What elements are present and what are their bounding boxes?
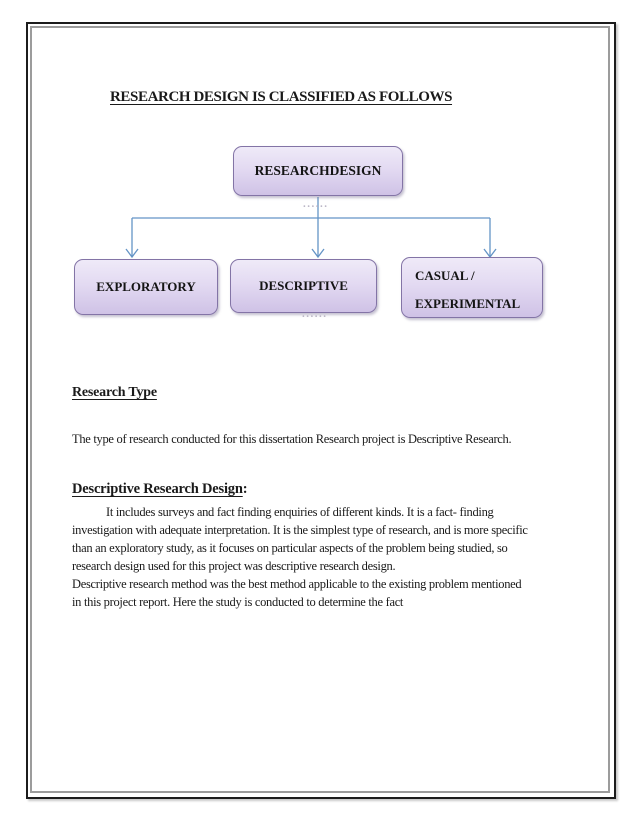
heading-descriptive-research-design: Descriptive Research Design: — [72, 481, 248, 498]
flowchart-node-exploratory: EXPLORATORY — [74, 259, 218, 315]
paragraph-line: research design used for this project wa… — [72, 559, 396, 573]
scan-artifact-dots: ...... — [303, 198, 329, 210]
flowchart-node-label-line2: EXPERIMENTAL — [415, 296, 521, 311]
paragraph-line: Descriptive research method was the best… — [72, 577, 522, 591]
paragraph-research-type: The type of research conducted for this … — [72, 432, 512, 446]
scan-artifact-dots: ...... — [302, 308, 328, 320]
heading-colon: : — [242, 481, 248, 497]
flowchart-node-casual-experimental: CASUAL / EXPERIMENTAL — [401, 257, 543, 318]
flowchart-node-research-design: RESEARCHDESIGN — [233, 146, 403, 196]
page-title: RESEARCH DESIGN IS CLASSIFIED AS FOLLOWS — [110, 89, 453, 105]
paragraph-descriptive-design: It includes surveys and fact finding enq… — [72, 503, 528, 611]
page-border-inner — [30, 26, 610, 793]
page-border-outer — [26, 22, 616, 799]
flowchart-node-label: DESCRIPTIVE — [259, 278, 348, 293]
paragraph-line: It includes surveys and fact finding enq… — [106, 505, 494, 519]
heading-research-type: Research Type — [72, 385, 157, 401]
heading-text: Descriptive Research Design — [72, 481, 243, 497]
paragraph-line: than an exploratory study, as it focuses… — [72, 541, 508, 555]
flowchart-node-label: EXPLORATORY — [96, 279, 196, 294]
flowchart-node-label-line1: CASUAL / — [415, 268, 475, 283]
flowchart-node-label: RESEARCHDESIGN — [254, 163, 382, 178]
flowchart-node-descriptive: DESCRIPTIVE — [230, 259, 377, 313]
heading-text: Research Type — [72, 385, 157, 400]
paragraph-line: in this project report. Here the study i… — [72, 595, 404, 609]
paragraph-line: investigation with adequate interpretati… — [72, 523, 528, 537]
